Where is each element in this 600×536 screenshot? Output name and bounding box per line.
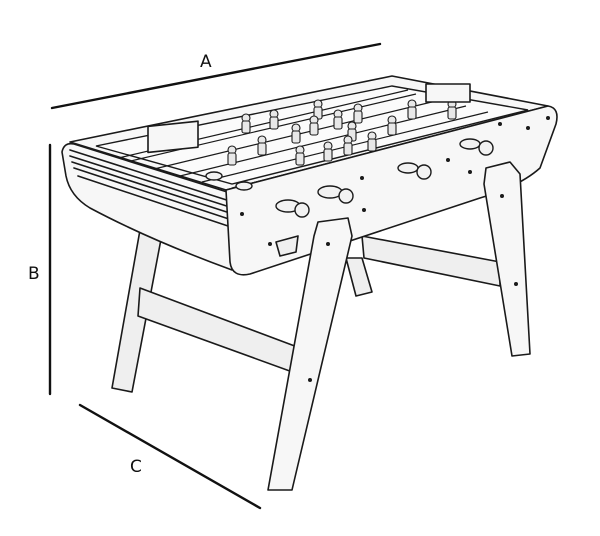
left-crossbar [137,287,301,375]
dimension-label-c: C [130,457,142,477]
front-left-leg-screws [308,242,330,382]
rail-stripes [69,149,237,229]
dimension-label-a: A [200,52,212,72]
back-right-leg [345,257,373,297]
front-right-leg [483,161,531,357]
table-left-rail [61,142,241,271]
dimension-label-b: B [28,264,40,284]
dimension-lines [48,42,382,510]
dimension-line-a [50,42,382,110]
score-counter-left [147,120,199,154]
panel-screws [240,116,550,246]
goal-opening [275,235,299,257]
score-counter-right [425,83,471,103]
dimension-line-c [78,403,262,510]
rod-handles [205,138,494,218]
foosball-table-icon [61,75,558,491]
front-right-leg-screws [500,194,518,286]
front-left-leg [267,217,353,491]
back-crossbar [361,235,501,287]
